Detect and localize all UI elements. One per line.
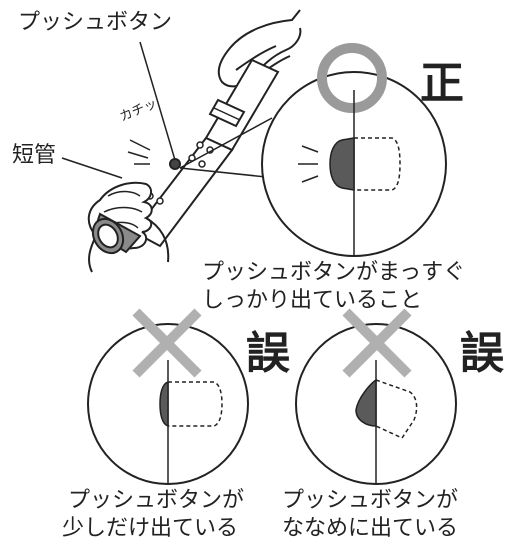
correct-click-lines — [298, 145, 319, 183]
cross-mark-icon-right — [342, 308, 412, 378]
wrong-right-caption-line1: プッシュボタンが — [282, 488, 459, 513]
correct-caption-line2: しっかり出ていること — [202, 288, 423, 313]
wrong-left-caption-line2: 少しだけ出ている — [62, 516, 239, 541]
push-button-leader — [139, 41, 176, 161]
correct-button-body — [329, 137, 355, 191]
panel-wrong-right — [295, 308, 457, 485]
wrong-left-button-dashed — [168, 381, 223, 427]
tube-illustration — [87, 9, 302, 273]
cross-mark-icon-left — [132, 308, 202, 378]
push-button-on-tube — [169, 158, 181, 170]
wrong-right-caption-line2: ななめに出ている — [282, 516, 459, 541]
push-button-label: プッシュボタン — [18, 10, 173, 35]
short-tube-label: 短管 — [12, 143, 57, 168]
correct-caption-line1: プッシュボタンがまっすぐ — [202, 260, 466, 285]
wrong-right-button-dashed — [375, 379, 418, 439]
panel-correct — [261, 43, 447, 257]
correct-mark-label: 正 — [420, 58, 464, 109]
zoom-leader — [179, 117, 277, 179]
wrong-right-button-body — [355, 378, 377, 427]
panel-wrong-left — [87, 308, 249, 485]
circle-mark-icon — [317, 43, 387, 113]
correct-button-dashed — [354, 137, 401, 191]
wrong-left-caption-line1: プッシュボタンが — [68, 488, 245, 513]
wrong-left-button-body — [159, 380, 169, 428]
wrong-left-mark-label: 誤 — [246, 328, 290, 379]
click-marks — [127, 139, 151, 165]
wrong-right-mark-label: 誤 — [460, 328, 504, 379]
tube-ring — [208, 98, 246, 128]
short-tube-leader — [61, 157, 123, 179]
